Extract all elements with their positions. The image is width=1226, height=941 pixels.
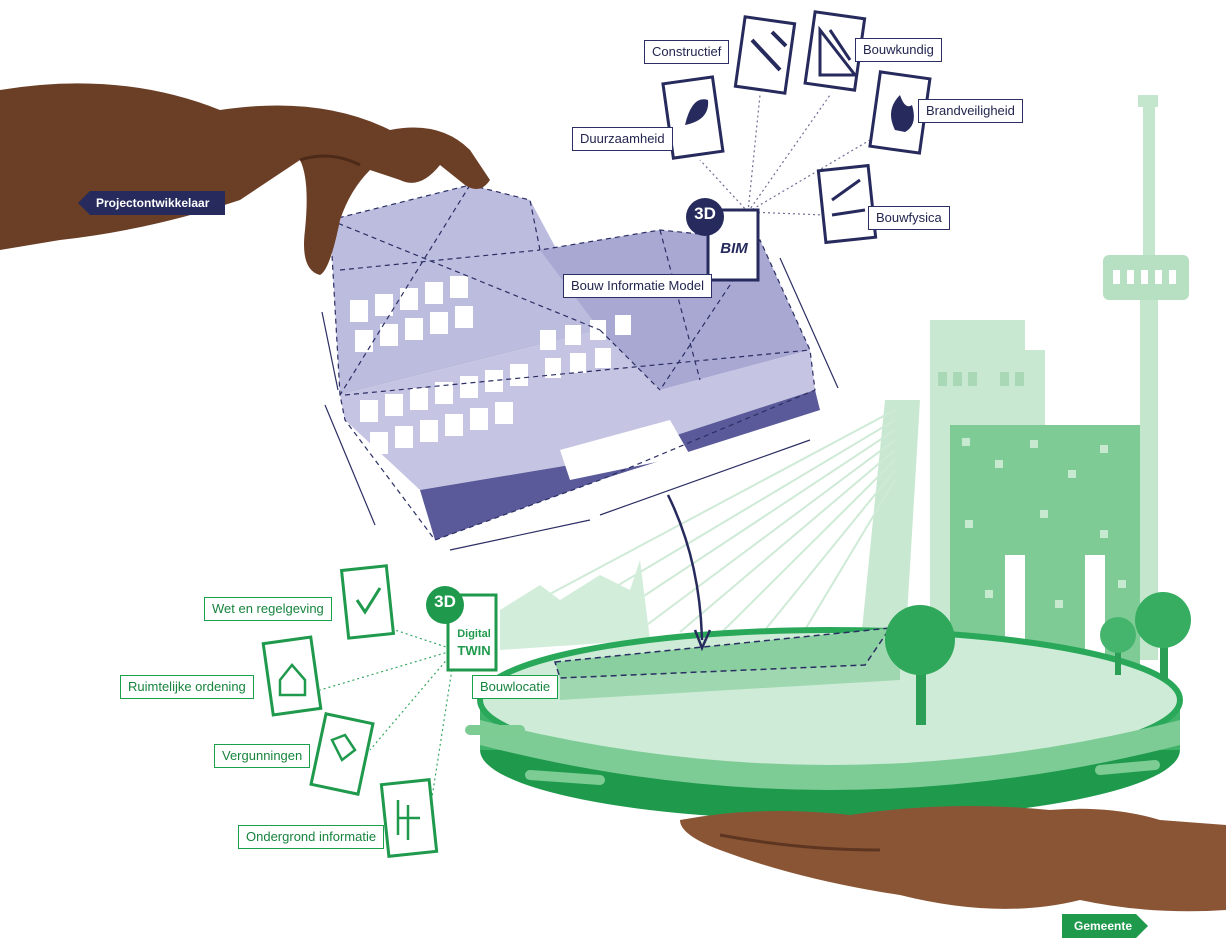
bouwfysica-label: Bouwfysica bbox=[868, 206, 950, 230]
bim-building bbox=[321, 184, 839, 551]
bouwkundig-doc-icon bbox=[803, 10, 867, 92]
municipality-hand bbox=[680, 806, 1226, 912]
projectontwikkelaar-tag: Projectontwikkelaar bbox=[78, 191, 226, 215]
vergunningen-doc-icon bbox=[309, 712, 375, 796]
bim-model-label: Bouw Informatie Model bbox=[563, 274, 712, 298]
ondergrond-label: Ondergrond informatie bbox=[238, 825, 385, 849]
placement-arrow bbox=[666, 494, 704, 641]
duurzaamheid-doc-icon bbox=[661, 75, 725, 160]
developer-hand bbox=[0, 83, 490, 275]
duurzaamheid-label: Duurzaamheid bbox=[572, 127, 673, 151]
wet-label: Wet en regelgeving bbox=[204, 597, 332, 621]
city-skyline bbox=[930, 95, 1189, 670]
trees bbox=[885, 592, 1191, 725]
wet-doc-icon bbox=[339, 564, 396, 640]
digital-twin-doc-icon bbox=[426, 586, 498, 672]
twin-leader-lines bbox=[319, 629, 456, 811]
gemeente-tag: Gemeente bbox=[1062, 914, 1148, 938]
brandveiligheid-label: Brandveiligheid bbox=[918, 99, 1023, 123]
bouwkundig-label: Bouwkundig bbox=[855, 38, 942, 62]
twin-3d-badge: 3D bbox=[434, 592, 456, 611]
bim-doc-icon bbox=[686, 198, 760, 282]
constructief-doc-icon bbox=[733, 15, 797, 95]
bim-3d-badge: 3D bbox=[694, 204, 716, 223]
ruimtelijk-label: Ruimtelijke ordening bbox=[120, 675, 254, 699]
bim-badge-text: BIM bbox=[720, 240, 748, 257]
vergunningen-label: Vergunningen bbox=[214, 744, 311, 768]
bouwlocatie-label: Bouwlocatie bbox=[472, 675, 559, 699]
bouwfysica-doc-icon bbox=[816, 163, 878, 245]
bridge bbox=[500, 400, 920, 650]
arrow-head bbox=[693, 629, 712, 652]
ruimtelijk-doc-icon bbox=[261, 635, 323, 717]
ondergrond-doc-icon bbox=[379, 778, 439, 858]
constructief-label: Constructief bbox=[644, 40, 730, 64]
digital-twin-platform bbox=[465, 627, 1183, 820]
twin-badge-line1: Digital bbox=[457, 628, 491, 640]
bim-leader-lines bbox=[699, 94, 871, 216]
twin-badge-line2: TWIN bbox=[457, 643, 491, 658]
